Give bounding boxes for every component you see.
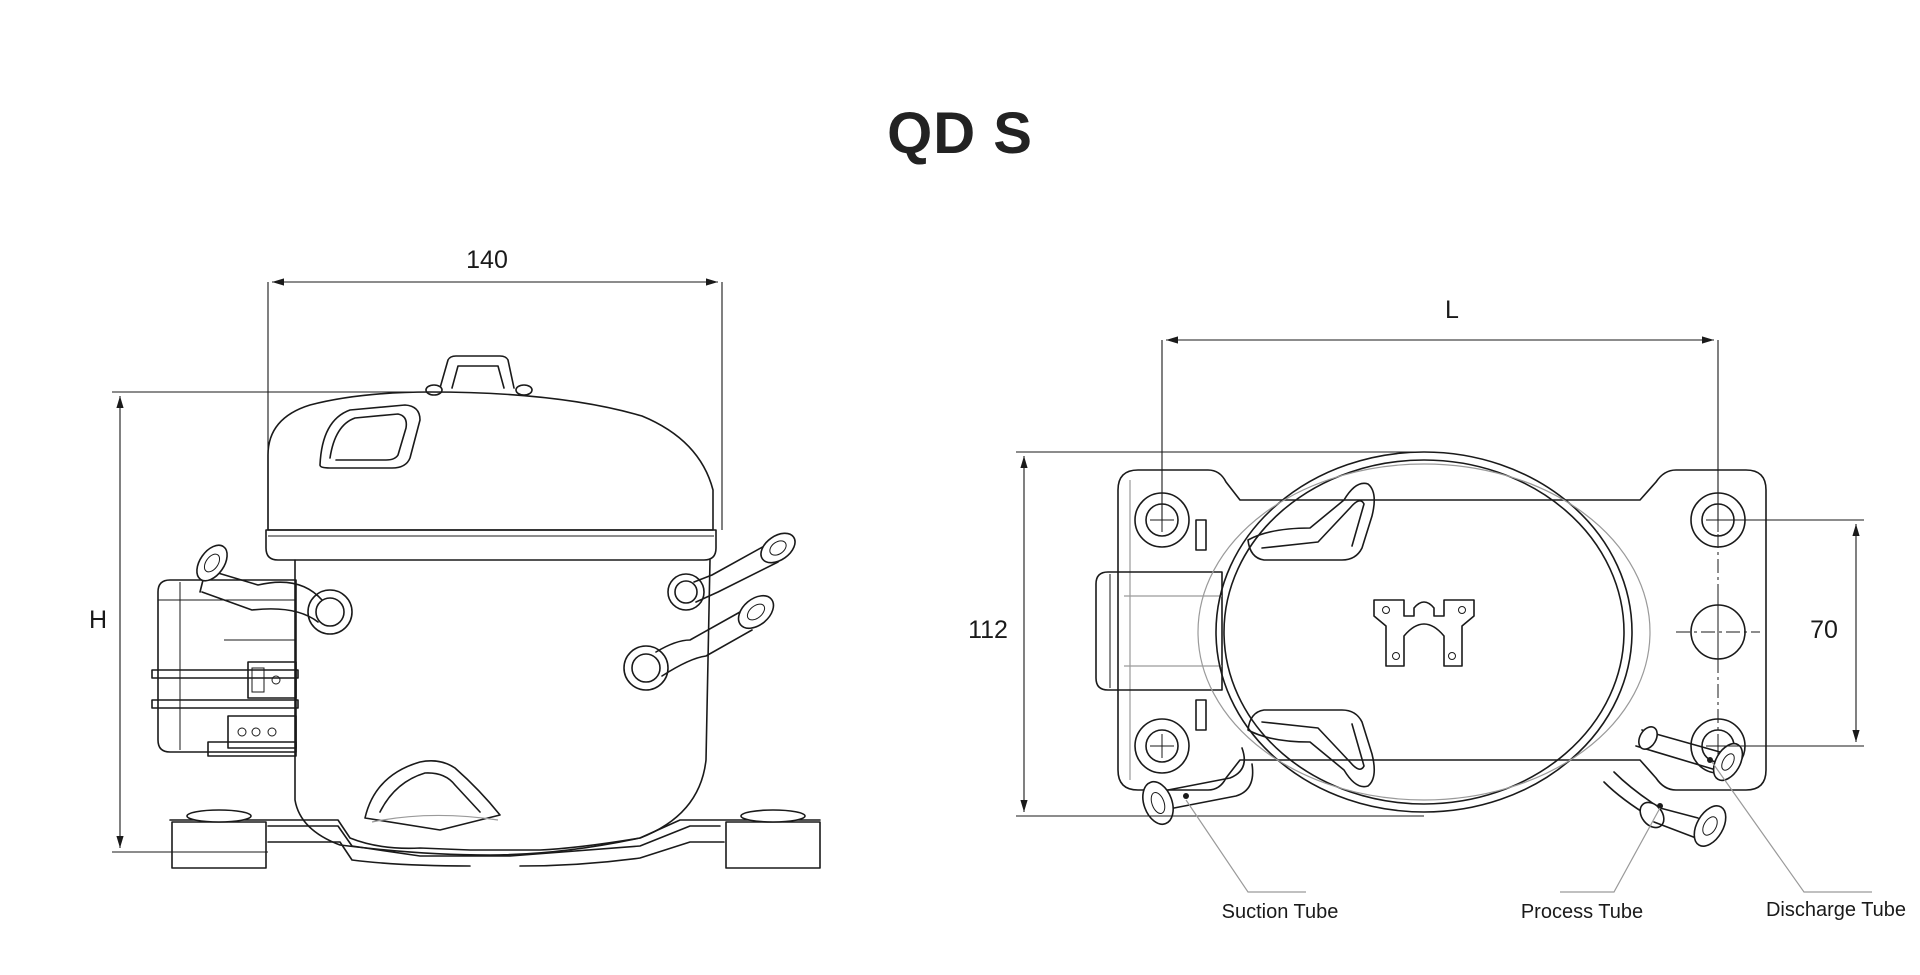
terminal-box (151, 579, 299, 757)
compressor-dome (265, 391, 717, 561)
base-feet (169, 809, 821, 869)
dimension-depth: 112 (968, 451, 1424, 817)
dimension-depth-label: 112 (968, 616, 1008, 644)
dimension-mount-spacing: 70 (1718, 519, 1864, 747)
base-plate (1117, 469, 1767, 791)
mount-hole-middle-right (1676, 596, 1760, 668)
top-suction-tube (1142, 747, 1254, 826)
front-view: 140 H (89, 246, 821, 869)
dimension-length-label: L (1445, 296, 1459, 324)
top-view: L 112 70 Suction Tube Process Tube Disch… (968, 296, 1906, 923)
top-bracket (1373, 599, 1475, 667)
front-tube-left (196, 544, 353, 635)
dimension-height-label: H (89, 606, 107, 634)
dimension-width: 140 (267, 246, 723, 530)
front-tube-right-lower (623, 594, 775, 691)
dimension-length: L (1161, 296, 1719, 520)
drawing-title: QD S (887, 101, 1033, 166)
callout-suction-tube: Suction Tube (1222, 901, 1339, 923)
dimension-height: H (89, 391, 440, 853)
callout-discharge-tube: Discharge Tube (1766, 899, 1906, 921)
mount-hole-bottom-left (1134, 718, 1190, 774)
dimension-width-label: 140 (466, 246, 508, 274)
callout-leaders (1185, 761, 1872, 893)
shell-outline (1197, 451, 1651, 813)
compressor-body (294, 559, 711, 856)
top-process-tube (1603, 771, 1727, 847)
dimension-mount-spacing-label: 70 (1810, 616, 1838, 644)
top-handle (425, 355, 533, 396)
callout-process-tube: Process Tube (1521, 901, 1643, 923)
front-tube-right-upper (667, 532, 796, 611)
top-discharge-tube (1635, 726, 1744, 782)
dome-recess-top (1247, 482, 1376, 561)
side-terminal (1095, 519, 1223, 731)
dome-recess-bottom (1247, 709, 1376, 788)
